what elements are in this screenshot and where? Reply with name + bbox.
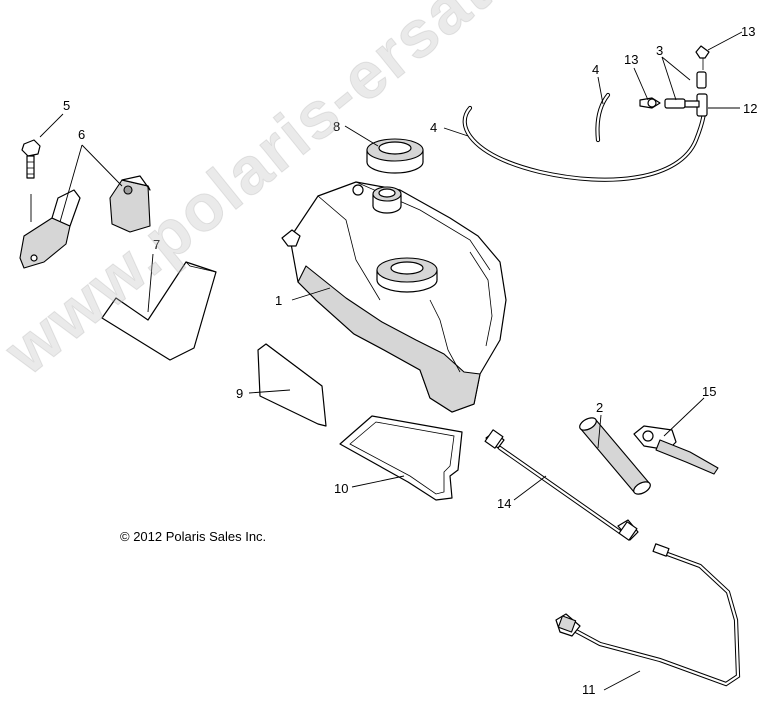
callout-7: 7	[153, 237, 160, 252]
callout-5: 5	[63, 98, 70, 113]
fuel-cap-part	[366, 138, 424, 174]
l-pad-part	[101, 261, 217, 361]
callout-14: 14	[497, 496, 511, 511]
callout-3: 3	[656, 43, 663, 58]
fuel-line-part	[555, 543, 741, 687]
callout-6: 6	[78, 127, 85, 142]
callout-9: 9	[236, 386, 243, 401]
callout-13-right: 13	[741, 24, 755, 39]
callout-10: 10	[334, 481, 348, 496]
bracket-left-part	[19, 189, 81, 269]
tee-fitting-part	[664, 71, 708, 117]
callout-13-left: 13	[624, 52, 638, 67]
callout-4-top: 4	[592, 62, 599, 77]
callout-8: 8	[333, 119, 340, 134]
callout-1: 1	[275, 293, 282, 308]
clamp-part	[633, 425, 719, 475]
bolt-part	[21, 139, 41, 222]
heat-shield-part	[339, 415, 463, 501]
bracket-right-part	[109, 175, 151, 233]
vent-hose-part	[462, 92, 707, 182]
callout-numbers: 1 2 3 4 4 5 6 7 8 9 10 11 12 13 13 14 15	[63, 24, 757, 697]
callout-12: 12	[743, 101, 757, 116]
fuel-hose-assembly-part	[484, 429, 639, 541]
callout-4-left: 4	[430, 120, 437, 135]
check-valve-part	[639, 97, 661, 109]
fuel-tank-part	[281, 181, 507, 413]
callout-15: 15	[702, 384, 716, 399]
callout-11: 11	[582, 682, 596, 697]
vent-cap-part	[695, 45, 710, 70]
foam-pad-part	[257, 343, 327, 427]
foam-sleeve-part	[579, 417, 651, 495]
copyright-notice: © 2012 Polaris Sales Inc.	[120, 529, 267, 544]
callout-2: 2	[596, 400, 603, 415]
leader-lines	[39, 31, 743, 691]
